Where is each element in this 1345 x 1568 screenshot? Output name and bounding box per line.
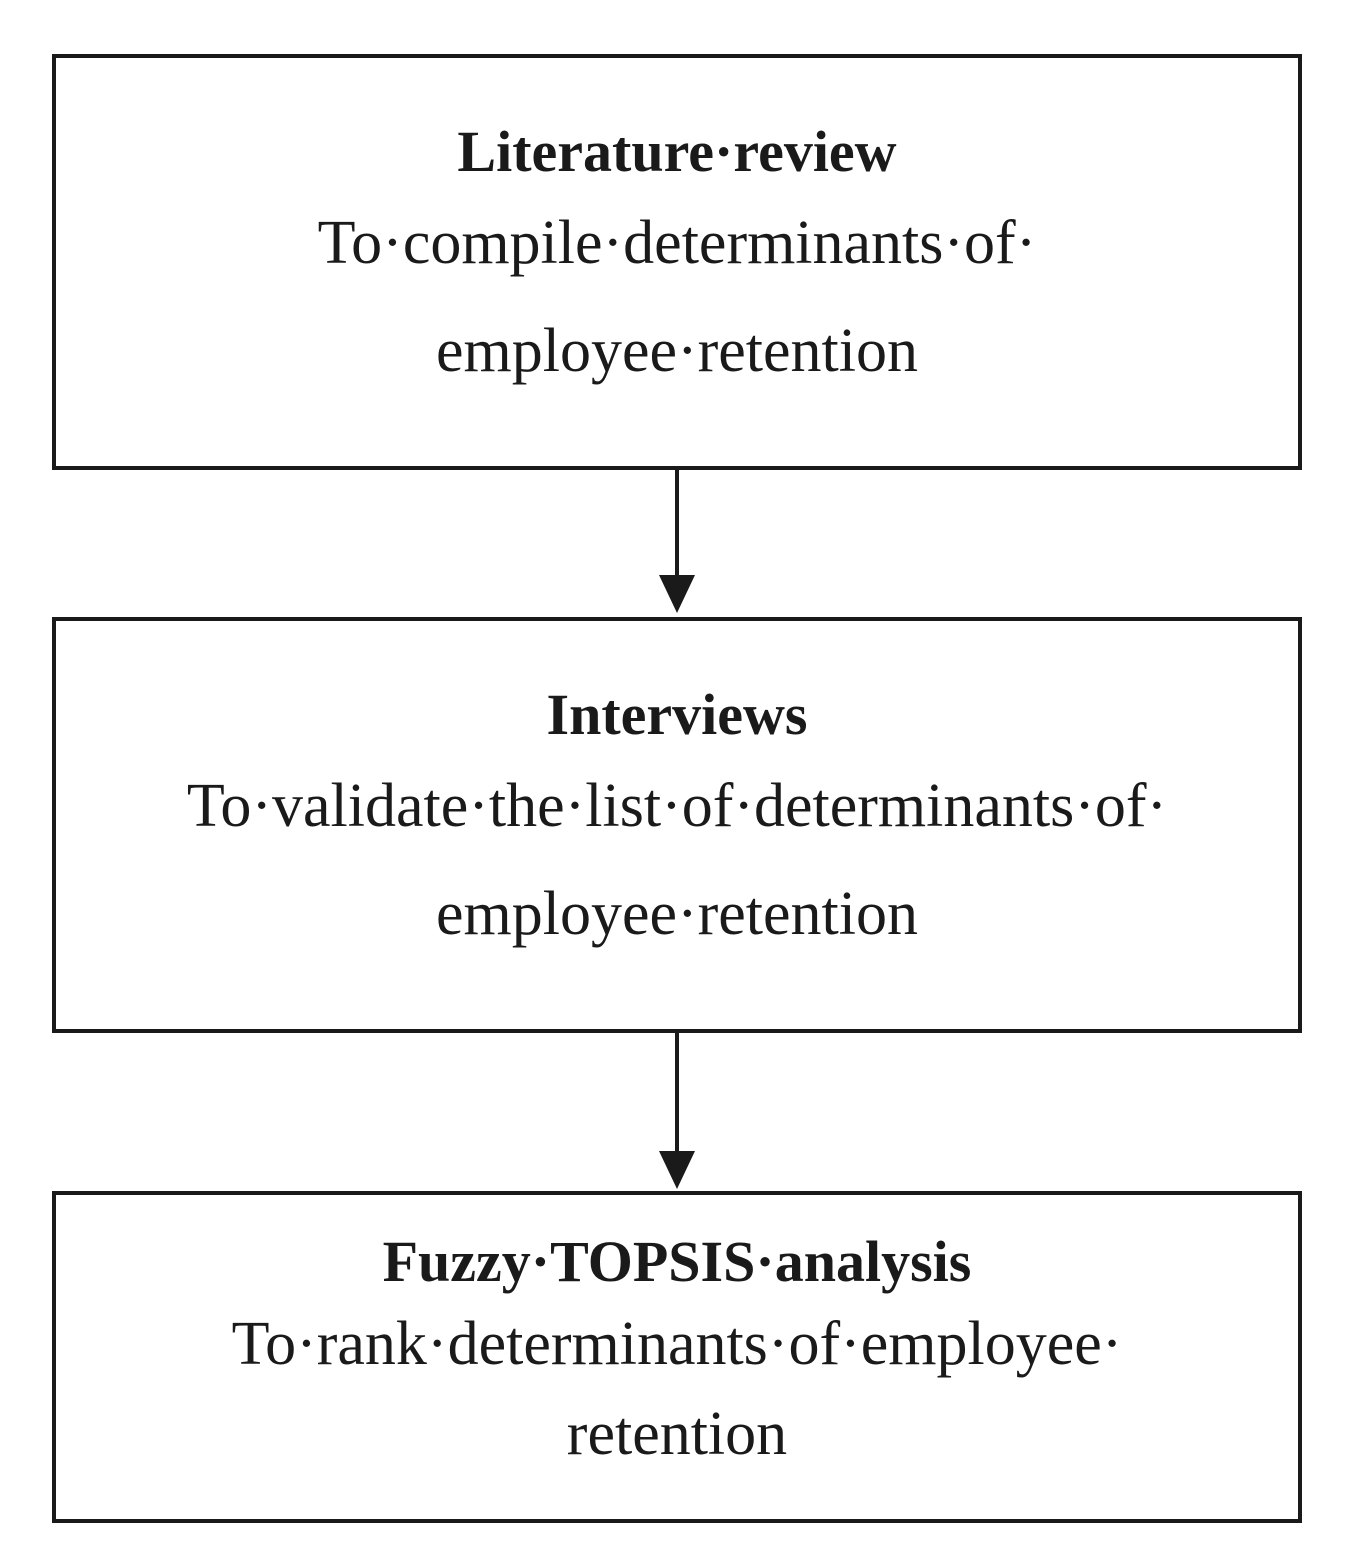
step-description-line: retention: [566, 1400, 788, 1469]
arrow-2-to-3: [659, 1033, 695, 1189]
step-description: To·compile·determinants·of· employee·ret…: [318, 189, 1037, 405]
arrow-head: [659, 575, 695, 613]
step-box-literature-review: Literature·review To·compile·determinant…: [52, 54, 1302, 470]
step-description-line: employee·retention: [435, 317, 918, 386]
step-description: To·rank·determinants·of·employee· retent…: [232, 1299, 1123, 1479]
arrow-1-to-2: [659, 470, 695, 613]
step-description-line: To·rank·determinants·of·employee·: [231, 1310, 1123, 1379]
step-box-fuzzy-topsis-analysis: Fuzzy·TOPSIS·analysis To·rank·determinan…: [52, 1191, 1302, 1523]
step-title: Literature·review: [457, 118, 897, 184]
step-description-line: To·validate·the·list·of·determinants·of·: [186, 772, 1168, 841]
step-box-interviews: Interviews To·validate·the·list·of·deter…: [52, 617, 1302, 1033]
step-title: Fuzzy·TOPSIS·analysis: [382, 1228, 972, 1294]
step-title: Interviews: [546, 681, 808, 747]
step-description: To·validate·the·list·of·determinants·of·…: [187, 752, 1167, 968]
step-description-line: employee·retention: [435, 880, 918, 949]
arrow-head: [659, 1151, 695, 1189]
step-description-line: To·compile·determinants·of·: [317, 209, 1037, 278]
